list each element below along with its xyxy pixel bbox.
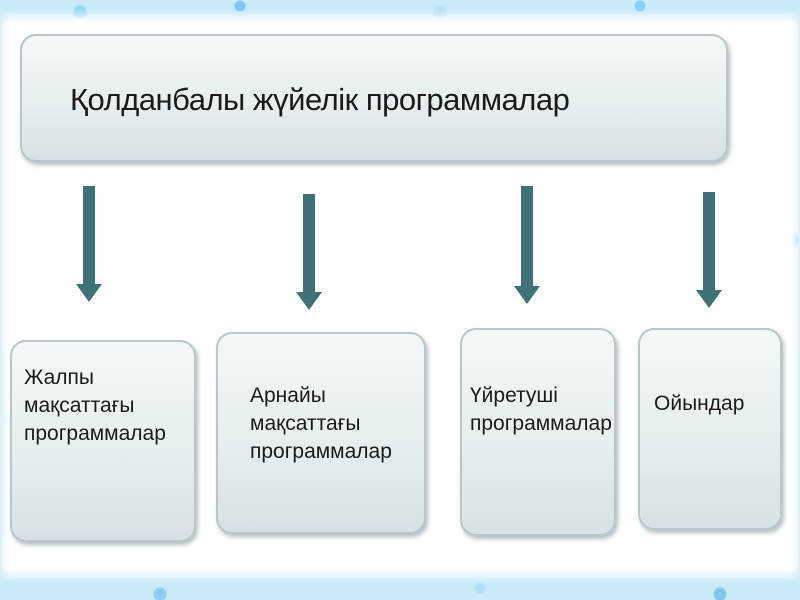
child-node-general-purpose: Жалпы мақсаттағы программалар — [10, 340, 196, 542]
child-node-educational: Үйретуші программалар — [460, 328, 616, 536]
child-node-special-purpose: Арнайы мақсаттағы программалар — [216, 332, 426, 534]
child-node-label: Үйретуші программалар — [470, 384, 612, 435]
child-node-label: Ойындар — [654, 392, 745, 415]
root-node-label: Қолданбалы жүйелік программалар — [70, 82, 570, 117]
child-node-games: Ойындар — [638, 328, 782, 530]
child-node-label: Жалпы мақсаттағы программалар — [24, 366, 166, 445]
diagram-canvas: Қолданбалы жүйелік программалар Жалпы ма… — [8, 22, 792, 570]
child-node-label: Арнайы мақсаттағы программалар — [250, 384, 392, 463]
root-node: Қолданбалы жүйелік программалар — [20, 34, 728, 162]
